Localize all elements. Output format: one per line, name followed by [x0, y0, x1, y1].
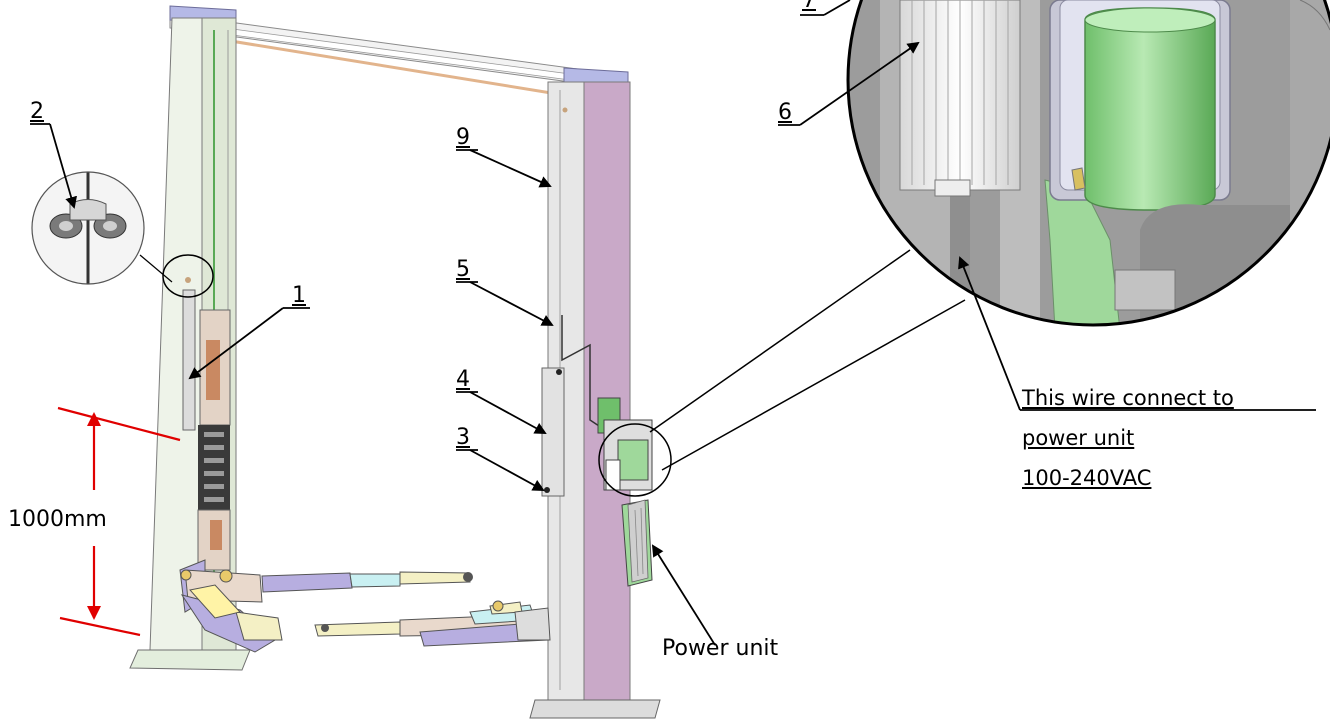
roller-inset: [31, 171, 145, 285]
callout-lines: [30, 0, 1316, 646]
zoom-connector-lines: [649, 249, 966, 471]
callout-label-6: 6: [778, 100, 792, 125]
right-lift-arms: [314, 600, 551, 647]
callout-label-7: 7: [802, 0, 816, 13]
dimension-label: 1000mm: [8, 507, 107, 532]
wire-note-line2: power unit: [1022, 426, 1135, 450]
left-lift-arms: [179, 559, 473, 653]
power-unit-label: Power unit: [662, 636, 779, 661]
callout-label-2: 2: [30, 99, 44, 124]
callout-label-3: 3: [456, 425, 470, 450]
callout-3-arrow: [469, 449, 545, 491]
right-post: [529, 81, 661, 719]
callout-4-arrow: [469, 391, 547, 434]
callout-label-9: 9: [456, 125, 470, 150]
left-carriage: [197, 309, 231, 571]
callout-label-4: 4: [456, 367, 470, 392]
right-carriage: [541, 315, 606, 497]
power-unit-assembly: [597, 397, 653, 587]
callout-label-1: 1: [292, 283, 306, 308]
roller-highlight-circle: [162, 254, 214, 298]
callout-6-arrow: [799, 41, 920, 126]
wire-note-line3: 100-240VAC: [1022, 466, 1152, 490]
power-unit-arrow: [651, 544, 716, 646]
wire-note-arrow: [958, 256, 1021, 411]
dimension-1000mm: [57, 406, 181, 637]
callout-1-arrow: [188, 307, 284, 380]
callout-label-5: 5: [456, 257, 470, 282]
callout-2-arrow: [49, 123, 77, 209]
power-unit-highlight-circle: [598, 423, 672, 497]
top-beam: [169, 5, 629, 100]
callout-5-arrow: [469, 281, 554, 326]
inset-connector-line: [139, 254, 173, 283]
callout-9-arrow: [469, 149, 552, 188]
zoom-detail: [846, 0, 1330, 327]
wire-note-line1: This wire connect to: [1022, 386, 1234, 410]
